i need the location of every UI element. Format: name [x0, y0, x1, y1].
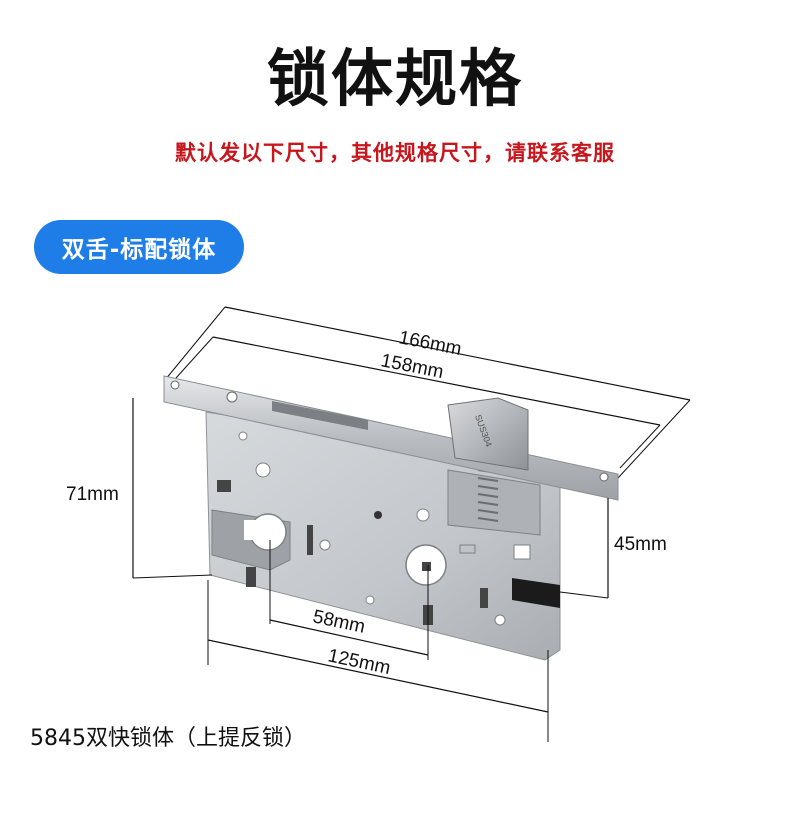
dimension-71: 71mm [66, 398, 213, 579]
dimension-166: 166mm [164, 306, 691, 479]
faceplate [163, 375, 619, 501]
product-caption: 5845双快锁体（上提反锁） [30, 726, 306, 751]
lock-case [205, 411, 561, 661]
latch-tongue: SUS304 [447, 397, 529, 471]
contact-notice: 默认发以下尺寸，其他规格尺寸，请联系客服 [175, 141, 615, 165]
dim-71-label: 71mm [66, 484, 119, 505]
dim-45-label: 45mm [614, 534, 667, 555]
variant-badge: 双舌-标配锁体 [34, 220, 244, 274]
page-title: 锁体规格 [266, 42, 523, 115]
dimension-45: 45mm [559, 498, 667, 599]
dim-125-label: 125mm [326, 645, 392, 679]
